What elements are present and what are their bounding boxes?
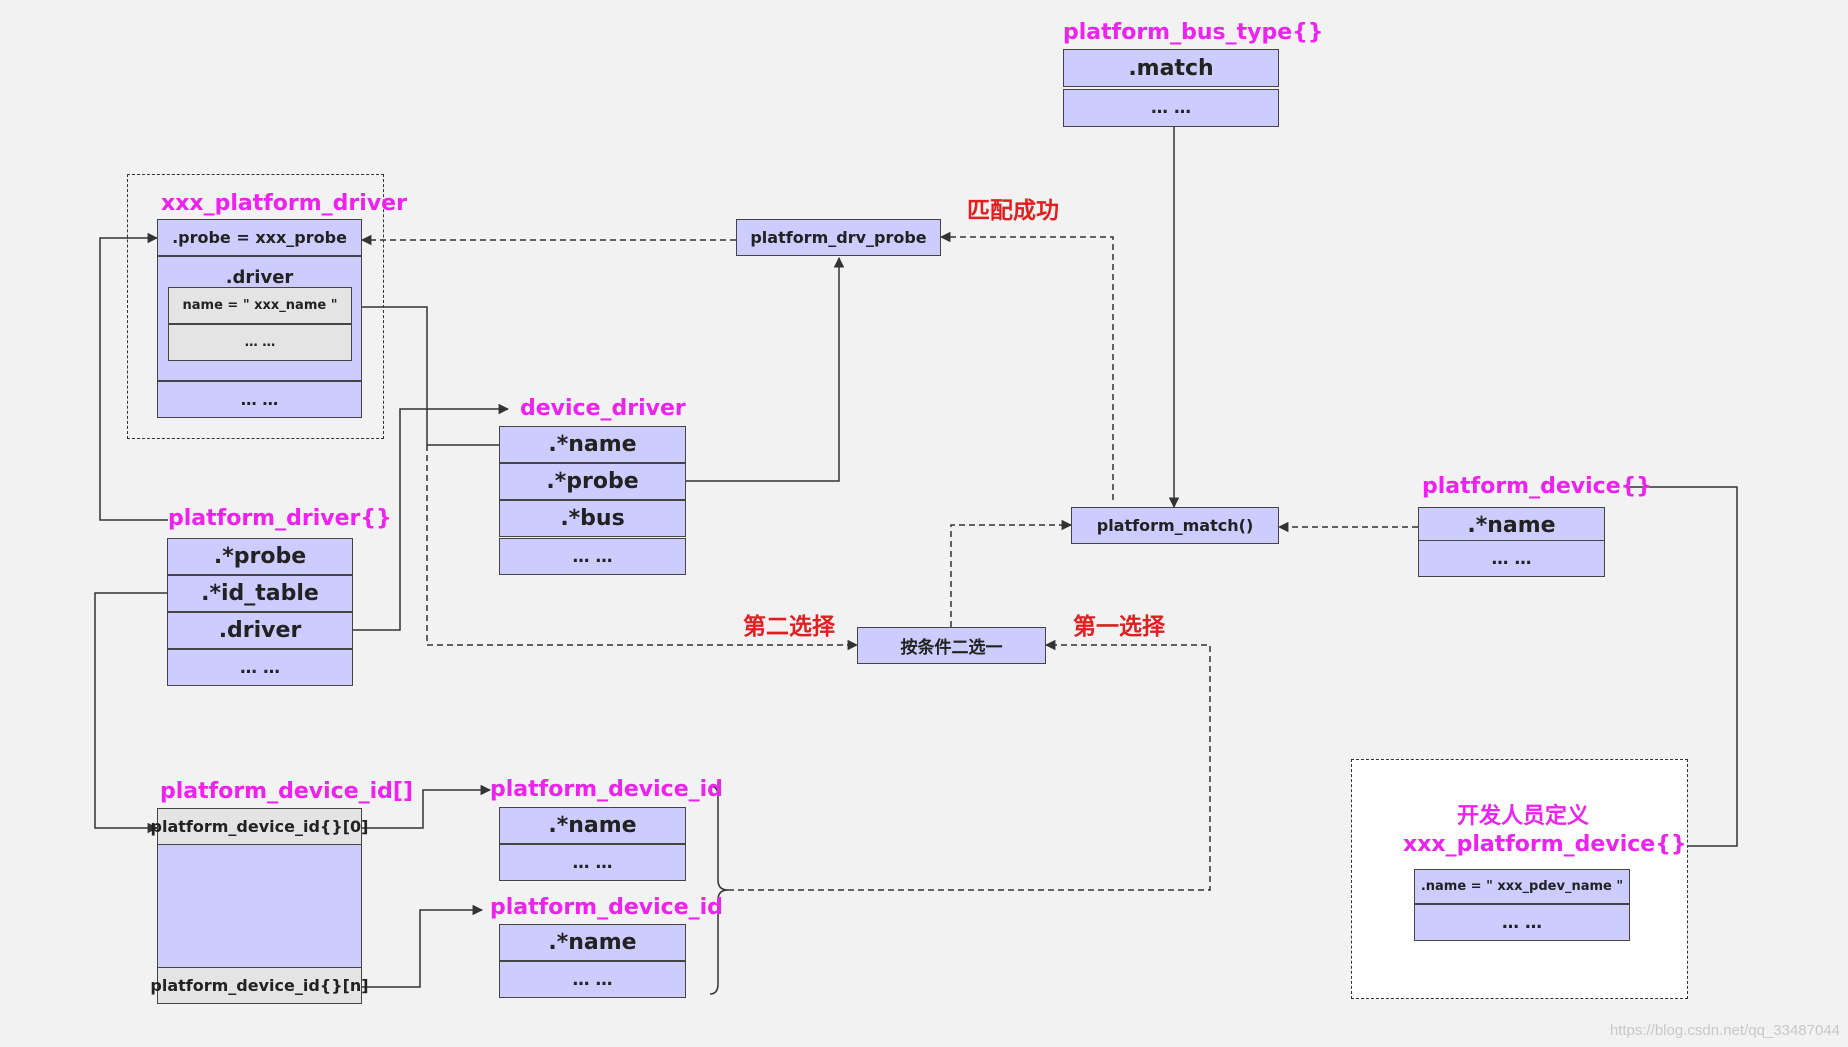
inner-more-field: … … — [168, 324, 352, 361]
device-id-2-name: .*name — [499, 924, 686, 961]
array0-to-id1-arrow — [362, 784, 492, 829]
second-choice-label: 第二选择 — [743, 614, 835, 640]
match-success-label: 匹配成功 — [967, 198, 1059, 224]
device-id-2-more: … … — [499, 961, 686, 998]
device-id-1-title: platform_device_id — [490, 777, 723, 802]
id-array-first: platform_device_id{}[0] — [151, 808, 368, 845]
select-to-match-arrow — [950, 519, 1073, 627]
platform-device-title: platform_device{} — [1422, 474, 1652, 499]
watermark: https://blog.csdn.net/qq_33487044 — [1609, 1022, 1840, 1039]
inner-name-field: name = " xxx_name " — [168, 287, 352, 324]
dev-defined-line1: 开发人员定义 — [1457, 804, 1590, 829]
platform-match-box: platform_match() — [1071, 507, 1279, 544]
id-array-title: platform_device_id[] — [160, 779, 414, 804]
platform-device-more: … … — [1418, 540, 1605, 577]
platform-driver-driver: .driver — [167, 612, 353, 649]
driver-more-field: … … — [157, 381, 362, 418]
dev-defined-line2: xxx_platform_device{} — [1403, 832, 1687, 857]
device-to-dev-defined-arrow — [1626, 486, 1738, 852]
second-choice-arrow — [426, 445, 859, 651]
bus-type-match: .match — [1063, 49, 1279, 87]
arrayn-to-id2-arrow — [362, 904, 484, 988]
device-id-1-name: .*name — [499, 807, 686, 844]
device-driver-name: .*name — [499, 426, 686, 463]
bus-type-more: … … — [1063, 89, 1279, 127]
driver-probe-to-drv-probe-arrow — [686, 256, 845, 482]
device-driver-title: device_driver — [520, 396, 686, 421]
driver-probe-field: .probe = xxx_probe — [157, 219, 362, 256]
id-table-to-array-arrow — [94, 592, 168, 834]
platform-driver-id-table: .*id_table — [167, 575, 353, 612]
bus-type-title: platform_bus_type{} — [1063, 20, 1324, 45]
dev-defined-more: … … — [1414, 904, 1630, 941]
curly-brace — [709, 785, 729, 995]
match-success-arrow — [939, 231, 1114, 500]
platform-driver-probe: .*probe — [167, 538, 353, 575]
platform-driver-more: … … — [167, 649, 353, 686]
device-id-1-more: … … — [499, 844, 686, 881]
first-choice-arrow — [728, 639, 1211, 891]
pdriver-driver-to-device-driver-arrow — [353, 403, 510, 631]
driver-label: .driver — [225, 267, 294, 288]
platform-driver-title: platform_driver{} — [168, 506, 392, 531]
device-id-2-title: platform_device_id — [490, 895, 723, 920]
device-driver-bus: .*bus — [499, 500, 686, 537]
device-driver-more: … … — [499, 538, 686, 575]
device-driver-probe: .*probe — [499, 463, 686, 500]
platform-driver-to-probe-arrow — [99, 232, 168, 521]
id-array-last: platform_device_id{}[n] — [150, 967, 369, 1004]
driver-group-box — [127, 174, 384, 439]
drv-probe-box: platform_drv_probe — [736, 219, 941, 256]
driver-group-title: xxx_platform_driver — [161, 191, 407, 216]
driver-name-to-inner-name-arrow — [350, 301, 499, 446]
platform-device-name: .*name — [1418, 507, 1605, 544]
dev-defined-name: .name = " xxx_pdev_name " — [1414, 869, 1630, 904]
first-choice-label: 第一选择 — [1073, 614, 1165, 640]
select-box: 按条件二选一 — [857, 627, 1046, 664]
